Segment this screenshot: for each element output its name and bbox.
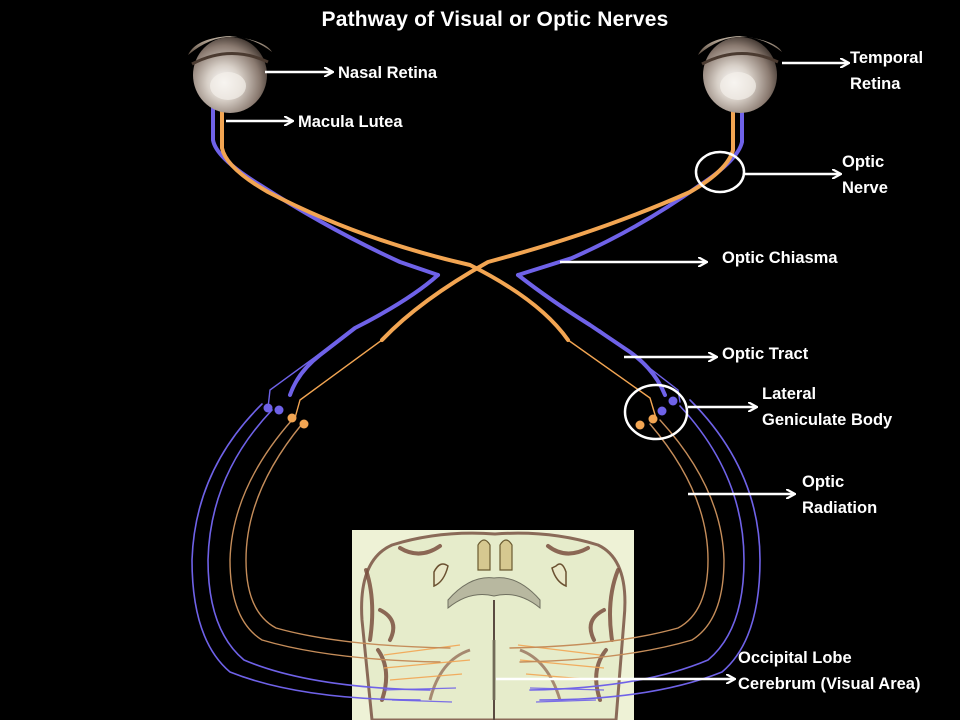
lateral-ventricles bbox=[433, 563, 567, 588]
corpus-callosum bbox=[447, 577, 541, 610]
right-eyeball bbox=[698, 36, 782, 113]
label-macula-lutea: Macula Lutea bbox=[298, 113, 403, 131]
label-lateral-geniculate-body: Lateral Geniculate Body bbox=[762, 385, 893, 429]
label-optic-radiation: Optic Radiation bbox=[802, 473, 878, 517]
left-eyeball bbox=[188, 36, 272, 113]
brain-sulci bbox=[428, 648, 562, 701]
label-temporal-retina: Temporal Retina bbox=[850, 49, 924, 93]
left-optic-radiation-inner bbox=[229, 419, 441, 663]
right-temporal-tract bbox=[516, 273, 667, 397]
label-optic-tract: Optic Tract bbox=[722, 345, 809, 363]
left-lateral-geniculate-dots bbox=[263, 403, 309, 429]
label-nasal-retina: Nasal Retina bbox=[338, 64, 438, 82]
brain-gyri bbox=[364, 544, 620, 702]
label-occipital-lobe: Occipital Lobe Cerebrum (Visual Area) bbox=[738, 649, 921, 693]
optic-nerve-highlight-circle bbox=[694, 150, 746, 194]
label-arrows bbox=[226, 63, 848, 679]
right-lateral-geniculate-dots bbox=[635, 396, 678, 430]
nerve-fibers bbox=[191, 101, 761, 701]
right-nasal-fiber bbox=[380, 104, 735, 342]
occipital-nasal-endings bbox=[383, 644, 605, 681]
left-optic-radiation-outer bbox=[191, 403, 421, 701]
diagram-title: Pathway of Visual or Optic Nerves bbox=[321, 8, 669, 31]
left-nasal-fiber bbox=[220, 104, 570, 342]
brain-cross-section bbox=[352, 530, 634, 720]
left-temporal-tract bbox=[288, 273, 440, 397]
right-optic-radiation-inner bbox=[519, 419, 725, 663]
basal-ganglia bbox=[477, 539, 513, 571]
label-optic-chiasma: Optic Chiasma bbox=[722, 249, 838, 267]
lateral-geniculate-highlight-circle bbox=[623, 383, 689, 441]
label-optic-nerve: Optic Nerve bbox=[842, 153, 888, 197]
right-optic-radiation-outer bbox=[539, 399, 761, 701]
